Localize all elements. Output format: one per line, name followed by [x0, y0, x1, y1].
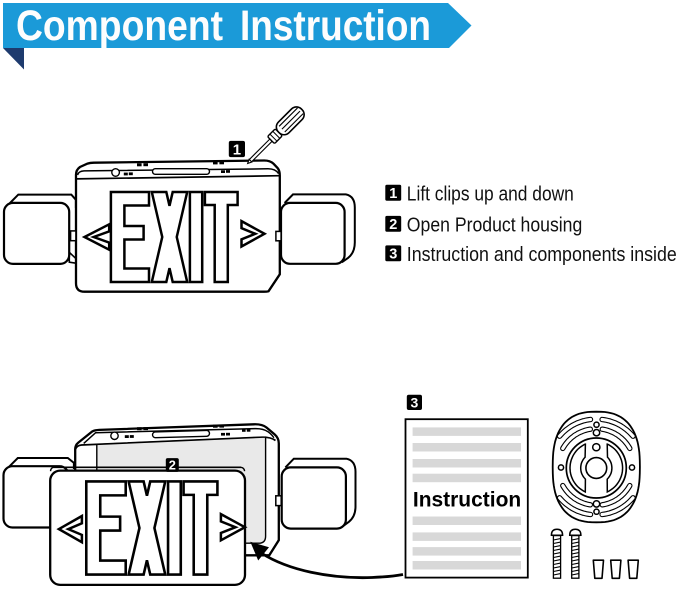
svg-text:1: 1: [389, 186, 397, 202]
svg-text:2: 2: [389, 217, 397, 233]
svg-text:Component: Component: [16, 2, 223, 50]
svg-text:Instruction and components ins: Instruction and components inside: [407, 244, 677, 266]
svg-text:2: 2: [169, 458, 176, 473]
svg-text:3: 3: [389, 247, 397, 263]
svg-text:1: 1: [233, 141, 241, 158]
svg-text:Instruction: Instruction: [240, 2, 431, 50]
svg-text:Instruction: Instruction: [413, 488, 521, 512]
svg-text:Open Product housing: Open Product housing: [407, 215, 583, 237]
svg-text:Lift clips up and down: Lift clips up and down: [407, 184, 574, 206]
svg-text:3: 3: [411, 395, 419, 411]
